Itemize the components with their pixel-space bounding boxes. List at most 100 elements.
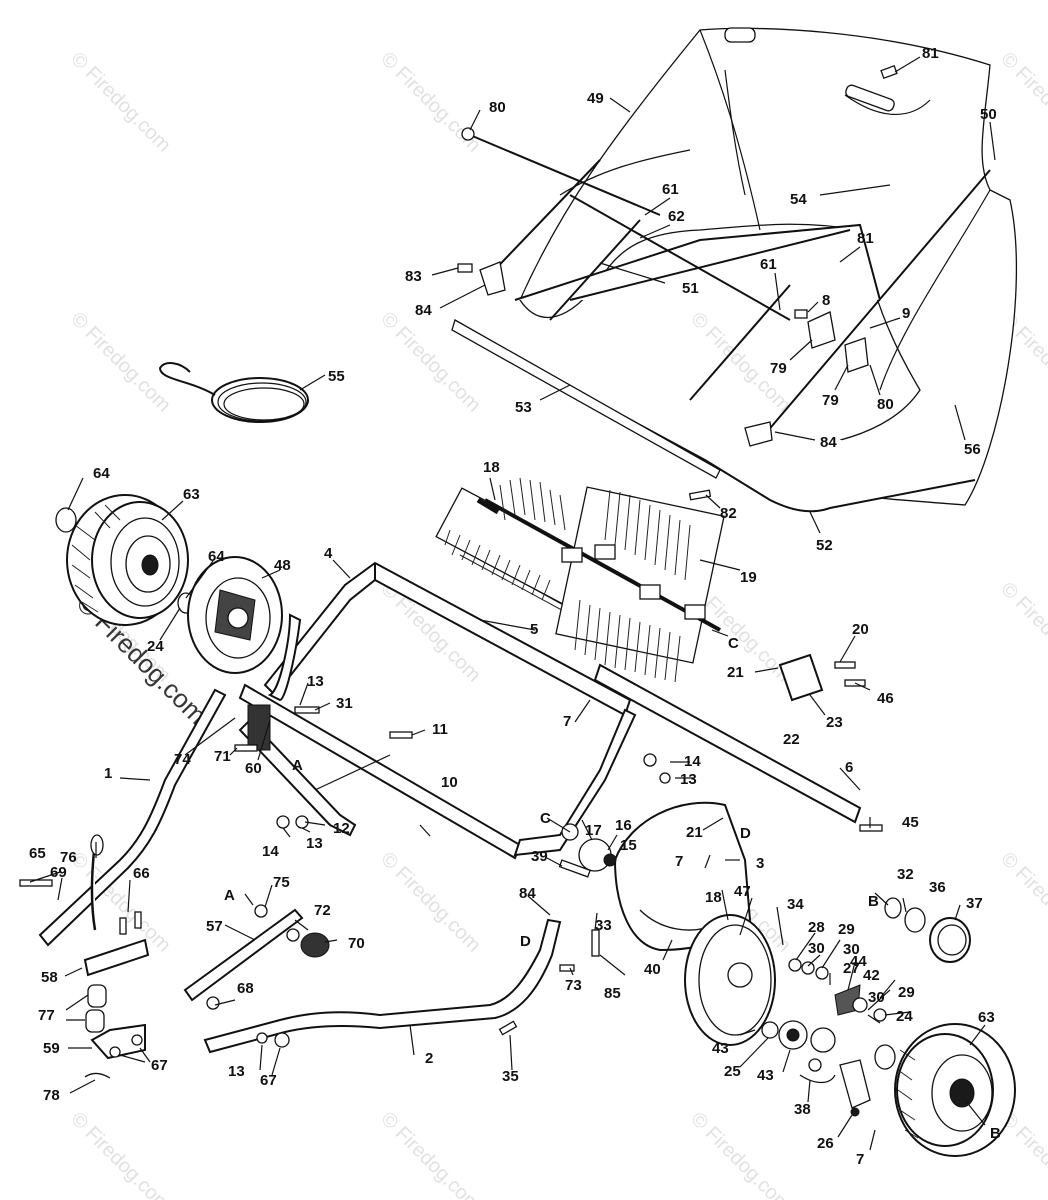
callout-10: 10 xyxy=(441,774,458,791)
callout-30: 30 xyxy=(868,989,885,1006)
callout-17: 17 xyxy=(585,822,602,839)
callout-b: B xyxy=(868,893,879,910)
brush-bristles xyxy=(444,477,691,683)
callout-16: 16 xyxy=(615,817,632,834)
callout-73: 73 xyxy=(565,977,582,994)
callout-68: 68 xyxy=(237,980,254,997)
callout-d: D xyxy=(520,933,531,950)
callout-2: 2 xyxy=(425,1050,433,1067)
watermark: © Firedog.com xyxy=(376,848,485,957)
callout-39: 39 xyxy=(531,848,548,865)
callout-42: 42 xyxy=(863,967,880,984)
watermark: © Firedog.com xyxy=(376,308,485,417)
callout-25: 25 xyxy=(724,1063,741,1080)
callout-67: 67 xyxy=(260,1072,277,1089)
callout-71: 71 xyxy=(214,748,231,765)
callout-b: B xyxy=(990,1125,1001,1142)
callout-82: 82 xyxy=(720,505,737,522)
callout-28: 28 xyxy=(808,919,825,936)
callout-47: 47 xyxy=(734,883,751,900)
callout-6: 6 xyxy=(845,759,853,776)
callout-d: D xyxy=(740,825,751,842)
callout-43: 43 xyxy=(712,1040,729,1057)
callout-40: 40 xyxy=(644,961,661,978)
callout-21: 21 xyxy=(727,664,744,681)
callout-27: 27 xyxy=(843,960,860,977)
callout-30: 30 xyxy=(843,941,860,958)
callout-51: 51 xyxy=(682,280,699,297)
callout-84: 84 xyxy=(519,885,536,902)
callout-45: 45 xyxy=(902,814,919,831)
callout-36: 36 xyxy=(929,879,946,896)
callout-81: 81 xyxy=(922,45,939,62)
callout-4: 4 xyxy=(324,545,333,562)
callout-43: 43 xyxy=(757,1067,774,1084)
callout-58: 58 xyxy=(41,969,58,986)
callout-7: 7 xyxy=(563,713,571,730)
callout-35: 35 xyxy=(502,1068,519,1085)
callout-70: 70 xyxy=(348,935,365,952)
callout-69: 69 xyxy=(50,864,67,881)
callout-38: 38 xyxy=(794,1101,811,1118)
callout-56: 56 xyxy=(964,441,981,458)
watermark: © Firedog.com xyxy=(66,48,175,157)
callout-7: 7 xyxy=(856,1151,864,1168)
callout-13: 13 xyxy=(307,673,324,690)
brush-assembly xyxy=(435,477,725,683)
callout-7: 7 xyxy=(675,853,683,870)
callout-75: 75 xyxy=(273,874,290,891)
callout-80: 80 xyxy=(489,99,506,116)
gear-cover-left xyxy=(187,556,283,674)
callout-11: 11 xyxy=(432,721,448,738)
callout-29: 29 xyxy=(898,984,915,1001)
callout-1: 1 xyxy=(104,765,112,782)
callout-18: 18 xyxy=(705,889,722,906)
watermark: © Firedog.com xyxy=(686,1108,795,1200)
callout-12: 12 xyxy=(333,820,350,837)
callout-30: 30 xyxy=(808,940,825,957)
callout-53: 53 xyxy=(515,399,532,416)
watermark: © Firedog.com xyxy=(66,308,175,417)
callout-59: 59 xyxy=(43,1040,60,1057)
callout-65: 65 xyxy=(29,845,46,862)
callout-64: 64 xyxy=(93,465,110,482)
callout-84: 84 xyxy=(820,434,837,451)
callout-c: C xyxy=(728,635,739,652)
callout-14: 14 xyxy=(684,753,701,770)
callout-85: 85 xyxy=(604,985,621,1002)
callout-29: 29 xyxy=(838,921,855,938)
callout-a: A xyxy=(224,887,235,904)
callout-80: 80 xyxy=(877,396,894,413)
callout-55: 55 xyxy=(328,368,345,385)
misc-bolts xyxy=(206,653,883,1048)
callout-37: 37 xyxy=(966,895,983,912)
cable xyxy=(158,362,309,423)
callout-24: 24 xyxy=(147,638,164,655)
leader-lines xyxy=(29,56,996,1151)
callout-23: 23 xyxy=(826,714,843,731)
callouts: 81 80 49 50 54 61 62 81 83 51 61 8 9 84 … xyxy=(29,45,1001,1168)
grass-bag xyxy=(451,27,1018,513)
callout-52: 52 xyxy=(816,537,833,554)
callout-72: 72 xyxy=(314,902,331,919)
callout-c: C xyxy=(540,810,551,827)
callout-79: 79 xyxy=(770,360,787,377)
callout-44: 44 xyxy=(850,953,867,970)
callout-3: 3 xyxy=(756,855,764,872)
callout-77: 77 xyxy=(38,1007,55,1024)
callout-14: 14 xyxy=(262,843,279,860)
callout-9: 9 xyxy=(902,305,910,322)
callout-66: 66 xyxy=(133,865,150,882)
callout-31: 31 xyxy=(336,695,353,712)
callout-60: 60 xyxy=(245,760,262,777)
callout-50: 50 xyxy=(980,106,997,123)
callout-84: 84 xyxy=(415,302,432,319)
callout-20: 20 xyxy=(852,621,869,638)
callout-78: 78 xyxy=(43,1087,60,1104)
callout-22: 22 xyxy=(783,731,800,748)
callout-13: 13 xyxy=(306,835,323,852)
callout-63: 63 xyxy=(183,486,200,503)
callout-15: 15 xyxy=(620,837,637,854)
callout-a: A xyxy=(292,757,303,774)
